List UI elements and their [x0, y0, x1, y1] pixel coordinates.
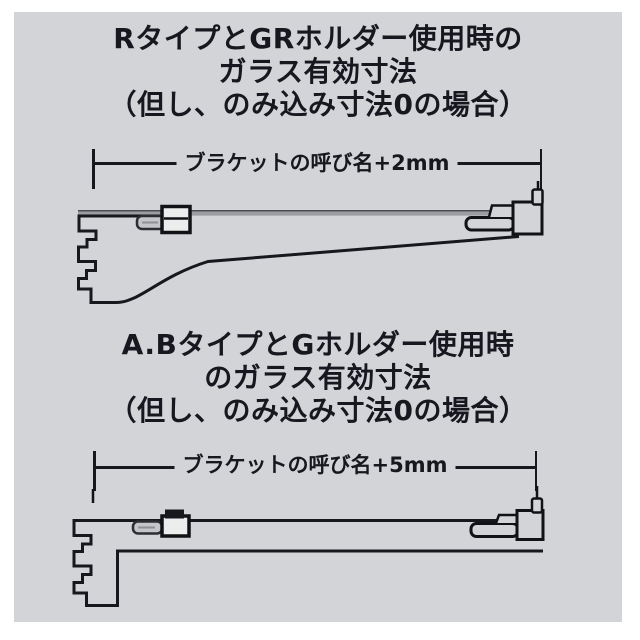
- end-cap-tab: [531, 188, 544, 206]
- end-cap-body: [515, 509, 545, 541]
- title-line: RタイプとGRホルダー使用時の: [113, 22, 523, 55]
- section-2-title: A.BタイプとGホルダー使用時 のガラス有効寸法 （但し、のみ込み寸法0の場合）: [14, 328, 622, 427]
- shelf-line: [78, 211, 540, 216]
- holder-body: [160, 514, 191, 538]
- title-line: （但し、のみ込み寸法0の場合）: [108, 88, 528, 121]
- end-cap-jaw: [469, 522, 520, 538]
- bracket-diagram-r-type: [77, 181, 544, 304]
- title-line: （但し、のみ込み寸法0の場合）: [108, 394, 528, 427]
- title-line: A.BタイプとGホルダー使用時: [121, 328, 515, 361]
- dimension-tick-right: [539, 149, 542, 189]
- end-cap-step: [494, 513, 520, 524]
- end-cap-body: [511, 200, 544, 236]
- dimension-tick-left: [92, 149, 95, 189]
- dimension-tick-right: [534, 451, 537, 491]
- bracket-hook-and-arm: [77, 214, 520, 304]
- dimension-line-2: ブラケットの呼び名+5mm: [93, 451, 537, 491]
- dimension-line-1: ブラケットの呼び名+2mm: [92, 149, 542, 189]
- shelf-edge-line: [78, 210, 540, 212]
- dimension-label: ブラケットの呼び名+2mm: [176, 150, 458, 176]
- title-line: ガラス有効寸法: [218, 55, 418, 88]
- bracket-diagram-ab-type: [72, 486, 545, 607]
- end-cap-jaw: [464, 216, 516, 232]
- dimension-tick-left: [93, 451, 96, 491]
- end-cap-step: [487, 204, 515, 218]
- dimension-label: ブラケットの呼び名+5mm: [174, 452, 456, 478]
- title-line: のガラス有効寸法: [204, 361, 432, 394]
- end-cap-tab: [530, 497, 544, 514]
- holder-top-tab: [165, 509, 184, 519]
- bracket-hook-and-arm: [72, 519, 543, 607]
- section-1-title: RタイプとGRホルダー使用時の ガラス有効寸法 （但し、のみ込み寸法0の場合）: [14, 22, 622, 121]
